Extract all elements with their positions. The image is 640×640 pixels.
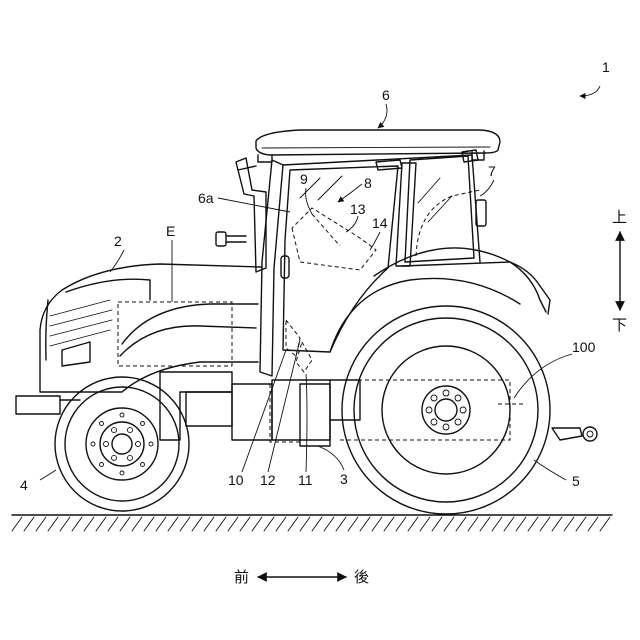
cabin [216,150,486,376]
label-13: 13 [350,201,366,217]
label-6a: 6a [198,190,214,206]
label-E: E [166,223,175,239]
label-8: 8 [364,175,372,191]
front-wheel [55,377,189,511]
rear-fender [330,248,550,352]
engine-outline [118,302,232,366]
leader-lines [40,86,600,480]
reference-labels: 1 6 9 8 7 6a 13 14 2 E 100 10 12 11 3 4 … [20,59,610,493]
label-11: 11 [298,472,313,488]
label-7: 7 [488,163,496,179]
label-1: 1 [602,59,610,75]
label-14: 14 [372,215,388,231]
label-3: 3 [340,471,348,487]
label-4: 4 [20,477,28,493]
label-10: 10 [228,472,244,488]
ground [12,515,612,531]
rear-label: 後 [354,568,369,586]
label-2: 2 [114,233,122,249]
bonnet [40,264,262,392]
front-label: 前 [234,568,249,586]
label-100: 100 [572,339,596,355]
up-label: 上 [612,208,627,226]
label-9: 9 [300,171,308,187]
rear-wheel [342,306,550,514]
label-6: 6 [382,87,390,103]
down-label: 下 [612,316,627,334]
direction-horizontal: 前 後 [234,568,369,586]
label-12: 12 [260,472,276,488]
label-5: 5 [572,473,580,489]
direction-vertical: 上 下 [612,208,627,334]
